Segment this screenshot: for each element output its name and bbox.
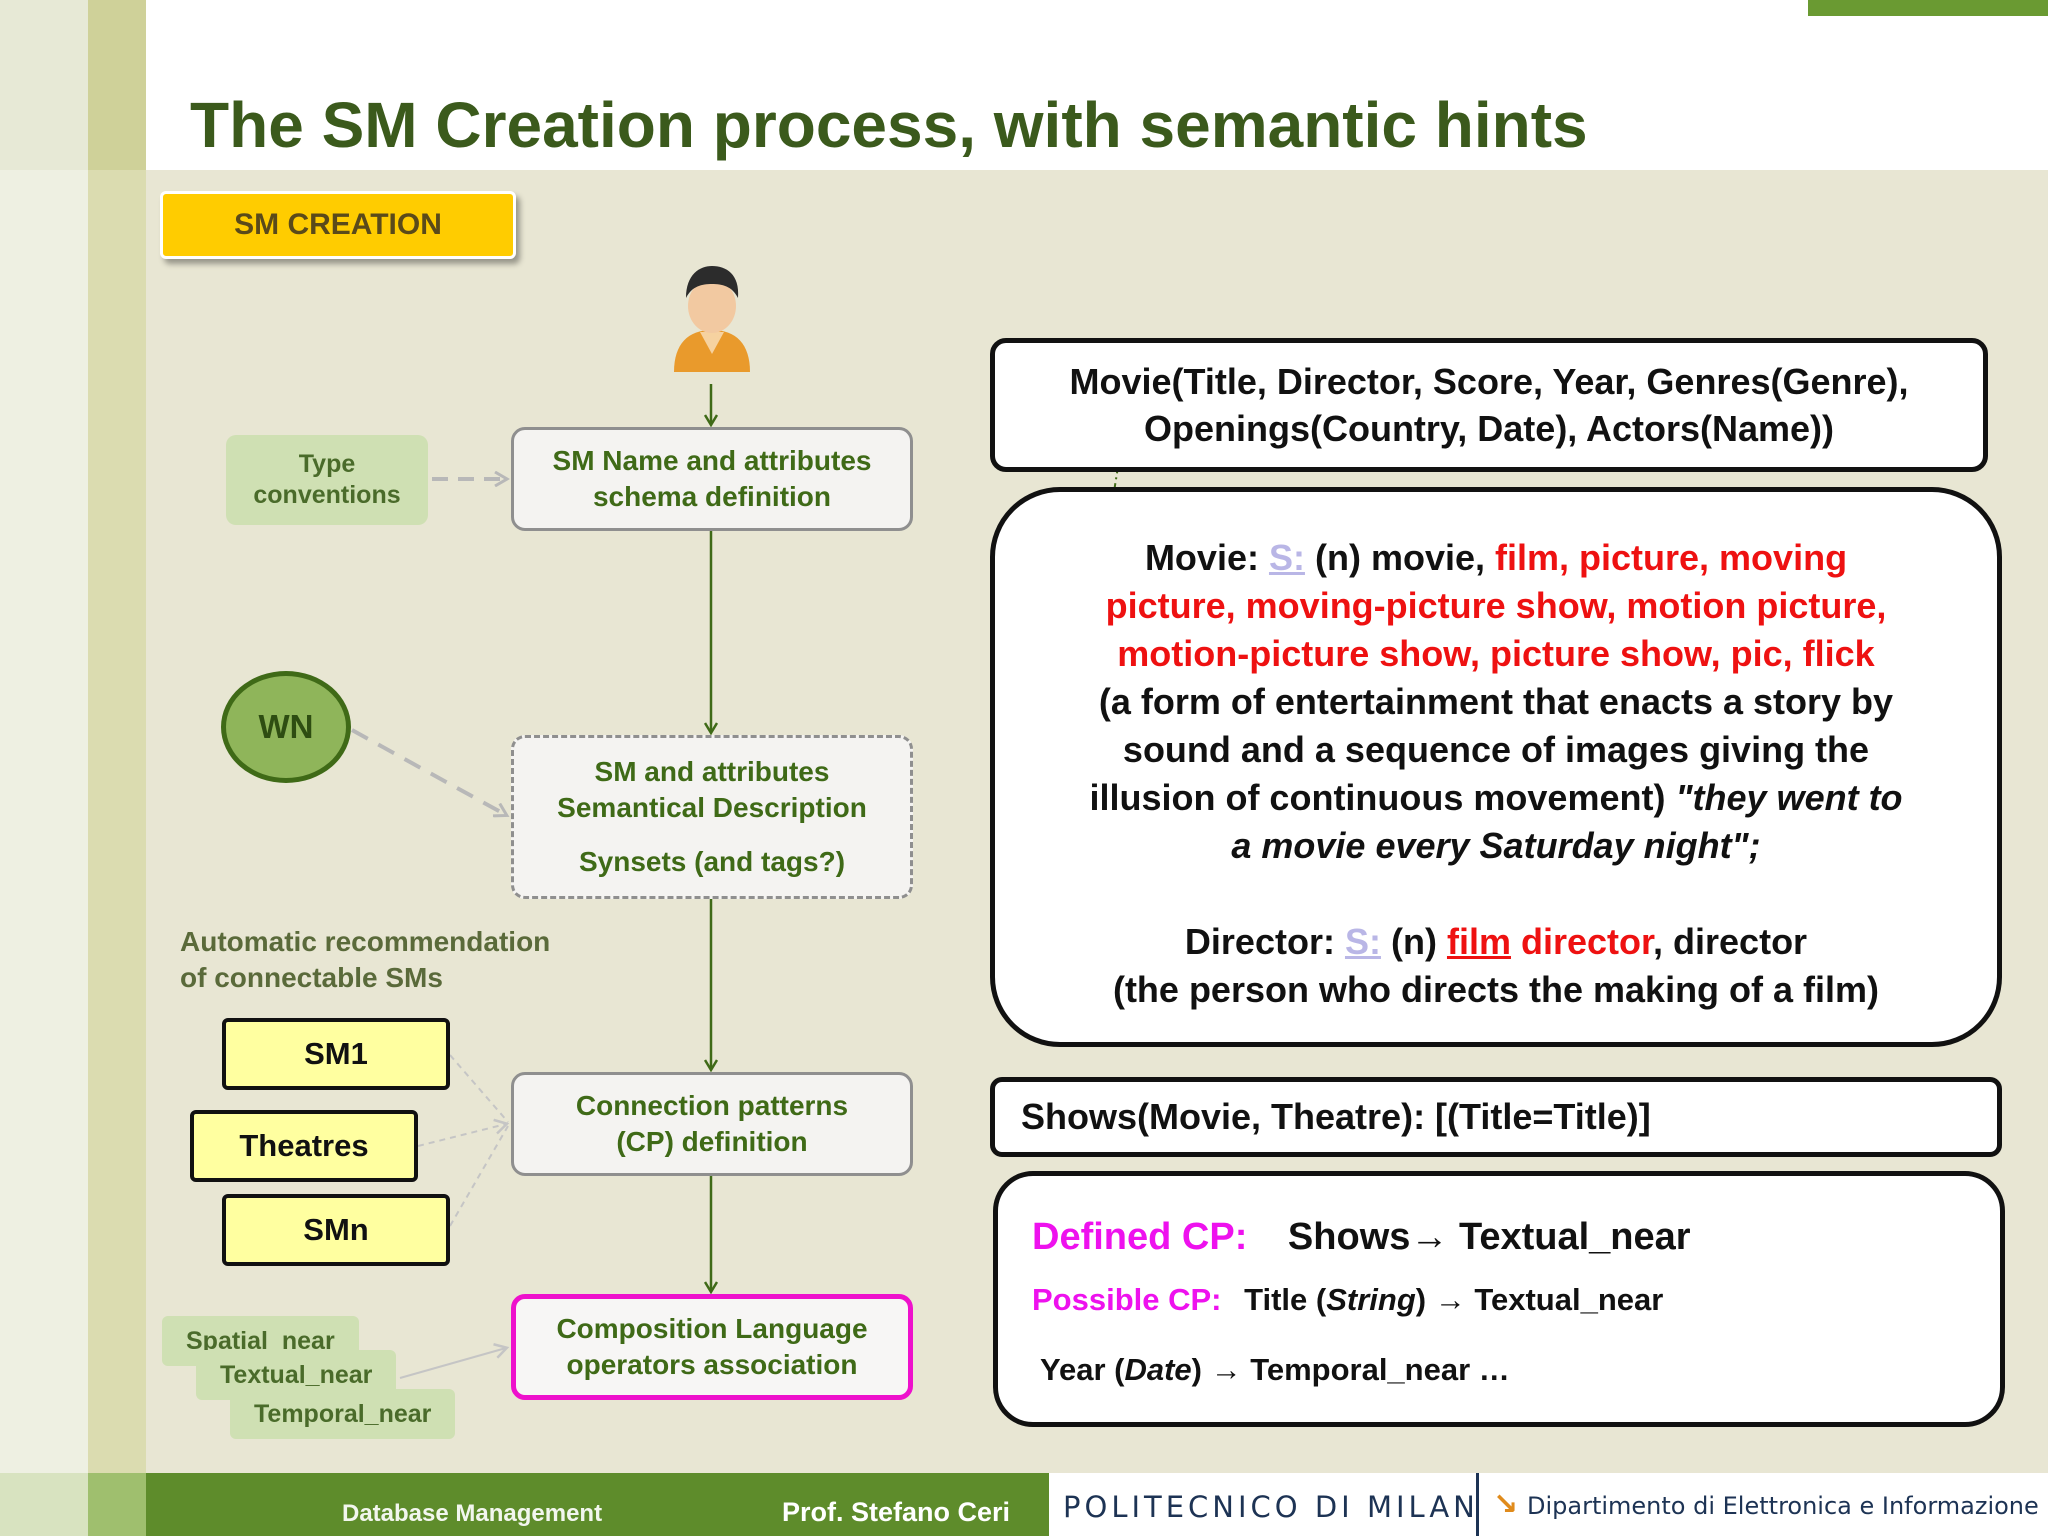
type-line2: conventions [253, 481, 401, 509]
movie-schema-line2: Openings(Country, Date), Actors(Name)) [1143, 408, 1835, 449]
movie-gloss-2: sound and a sequence of images giving th… [1122, 729, 1870, 770]
movie-gloss-3-line: illusion of continuous movement) "they w… [995, 774, 1997, 822]
movie-schema-line1: Movie(Title, Director, Score, Year, Genr… [1069, 361, 1909, 402]
semantic-line1: SM and attributes [594, 756, 830, 787]
movie-gloss-1: (a form of entertainment that enacts a s… [1098, 681, 1894, 722]
footer-course: Database Management [342, 1500, 603, 1527]
user-avatar-icon [674, 266, 750, 372]
left-stripe-dark [88, 0, 146, 1473]
movie-label: Movie: [1144, 537, 1259, 578]
auto-recommendation-label: Automatic recommendation of connectable … [180, 924, 550, 996]
page-title: The SM Creation process, with semantic h… [190, 89, 1588, 161]
movie-schema-panel: Movie(Title, Director, Score, Year, Genr… [990, 338, 1988, 472]
auto-rec-line2: of connectable SMs [180, 962, 443, 993]
connection-patterns-panel: Defined CP: Shows→ Textual_near Possible… [993, 1171, 2005, 1427]
connection-patterns-box: Connection patterns (CP) definition [511, 1072, 913, 1176]
sm1-box: SM1 [222, 1018, 450, 1090]
operator-temporal-near: Temporal_near [230, 1389, 456, 1439]
possible-cp-prefix: Title ( [1244, 1282, 1327, 1317]
composition-line1: Composition Language [556, 1313, 868, 1344]
semantic-description-box: SM and attributes Semantical Description… [511, 735, 913, 899]
department-name: Dipartimento di Elettronica e Informazio… [1527, 1492, 2039, 1520]
movie-synset-link[interactable]: S: [1268, 537, 1305, 578]
cp-line2: (CP) definition [616, 1126, 808, 1157]
possible-cp-row: Possible CP: Title (String) → Textual_ne… [1032, 1282, 1663, 1318]
movie-pos: (n) movie, [1314, 537, 1485, 578]
shows-panel: Shows(Movie, Theatre): [(Title=Title)] [990, 1077, 2002, 1157]
link-sm1-to-cp [449, 1054, 509, 1123]
footer-university-logo: POLITECNICO DI MILANO [1046, 1473, 1502, 1536]
type-line1: Type [298, 450, 356, 478]
movie-synonyms-a: film, picture, moving [1495, 537, 1848, 578]
movie-example-2: a movie every Saturday night"; [1231, 825, 1761, 866]
link-operators-to-composition [399, 1348, 506, 1379]
possible-cp-type: String [1326, 1282, 1416, 1317]
smn-box: SMn [222, 1194, 450, 1266]
type-conventions-box: Type conventions [226, 435, 428, 525]
year-cp-prefix: Year ( [1040, 1352, 1125, 1387]
defined-cp-label: Defined CP: [1032, 1216, 1248, 1258]
director-synset-link[interactable]: S: [1344, 921, 1381, 962]
movie-synonyms-b: picture, moving-picture show, motion pic… [1105, 585, 1887, 626]
arrow-wn-to-semantic [351, 728, 506, 815]
director-gloss: (the person who directs the making of a … [1112, 969, 1880, 1010]
director-rest: , director [1653, 921, 1808, 962]
year-cp-type: Date [1124, 1352, 1192, 1387]
link-smn-to-cp [449, 1125, 509, 1227]
composition-language-box: Composition Language operators associati… [511, 1294, 913, 1400]
top-right-accent-bar [1808, 0, 2048, 16]
sm-creation-badge: SM CREATION [160, 191, 516, 259]
wordnet-movie-line1: Movie: S: (n) movie, film, picture, movi… [995, 534, 1997, 582]
schema-line1: SM Name and attributes [552, 445, 872, 476]
year-cp-row: Year (Date) → Temporal_near … [1040, 1352, 1510, 1388]
possible-cp-suffix: ) → Textual_near [1415, 1282, 1664, 1317]
footer-department-logo: ↘ Dipartimento di Elettronica e Informaz… [1476, 1473, 2048, 1536]
link-theatres-to-cp [417, 1124, 506, 1147]
defined-cp-value: Shows→ Textual_near [1287, 1216, 1691, 1258]
theatres-box: Theatres [190, 1110, 418, 1182]
schema-definition-box: SM Name and attributes schema definition [511, 427, 913, 531]
year-cp-suffix: ) → Temporal_near … [1191, 1352, 1510, 1387]
wordnet-circle: WN [221, 671, 351, 783]
director-synonym-director: director [1520, 921, 1654, 962]
director-label: Director: [1184, 921, 1335, 962]
director-pos: (n) [1390, 921, 1437, 962]
schema-line2: schema definition [592, 481, 832, 512]
movie-gloss-3: illusion of continuous movement) [1089, 777, 1666, 818]
arrow-icon: ↘ [1493, 1488, 1519, 1521]
left-stripe-light [0, 0, 88, 1473]
title-bar [146, 0, 2048, 170]
university-name: POLITECNICO DI MILANO [1063, 1490, 1506, 1524]
footer-author: Prof. Stefano Ceri [782, 1497, 1011, 1527]
possible-cp-label: Possible CP: [1032, 1282, 1222, 1317]
wordnet-definition-panel: Movie: S: (n) movie, film, picture, movi… [990, 487, 2002, 1047]
composition-line2: operators association [566, 1349, 858, 1380]
movie-example-1: "they went to [1675, 777, 1903, 818]
semantic-line3: Synsets (and tags?) [578, 846, 846, 877]
cp-line1: Connection patterns [575, 1090, 849, 1121]
director-synonym-film[interactable]: film [1446, 921, 1511, 962]
defined-cp-row: Defined CP: Shows→ Textual_near [1032, 1216, 1691, 1259]
movie-synonyms-c: motion-picture show, picture show, pic, … [1117, 633, 1875, 674]
semantic-line2: Semantical Description [557, 792, 867, 823]
auto-rec-line1: Automatic recommendation [180, 926, 551, 957]
